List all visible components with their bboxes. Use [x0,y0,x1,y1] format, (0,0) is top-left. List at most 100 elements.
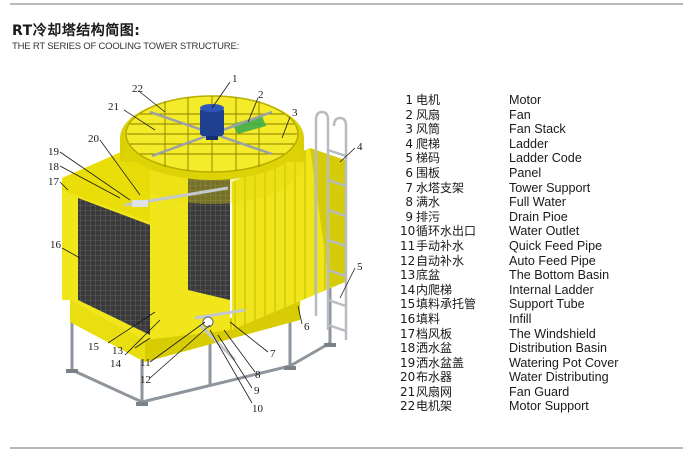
cooling-tower-diagram: 1 2 3 4 5 6 7 8 9 10 11 12 13 14 15 16 1… [48,73,363,415]
legend-en: Motor [509,93,542,107]
callout-9: 9 [254,385,260,397]
page-subtitle: THE RT SERIES OF COOLING TOWER STRUCTURE… [12,41,240,52]
legend-en: Tower Support [509,180,591,195]
legend-en: Support Tube [509,297,585,312]
legend-en: Fan Stack [509,122,566,137]
base-foot-plates [66,343,336,406]
callout-4: 4 [357,141,363,153]
legend-num: 1 [405,93,413,107]
legend-cn: 爬梯 [416,136,441,151]
legend-cn: 排污 [416,209,441,224]
callout-11: 11 [140,357,151,369]
legend-num: 7 [405,180,413,195]
fan-blade-icon [232,116,266,134]
legend-cn: 风扇 [416,107,441,122]
legend-cn: 电机架 [416,399,453,414]
legend-cn: 电机 [416,93,441,107]
legend-num: 20 [400,370,416,385]
legend-cn: 内爬梯 [416,282,453,297]
callout-2: 2 [258,89,264,101]
legend-num: 16 [400,311,416,326]
callout-7: 7 [270,348,276,360]
legend-en: The Windshield [509,326,596,341]
callout-16: 16 [50,239,62,251]
callout-8: 8 [255,369,261,381]
legend-en: Distribution Basin [509,341,607,356]
legend-num: 14 [400,282,416,297]
legend-num: 11 [400,238,416,253]
callout-12: 12 [140,374,151,386]
legend-en: Full Water [509,195,566,210]
legend-en: Fan Guard [509,384,570,399]
legend-num: 4 [405,136,413,151]
top-rule [10,3,683,5]
infill-center [188,150,230,300]
callout-5: 5 [357,261,363,273]
legend-en: Infill [509,311,532,326]
legend-num: 22 [400,399,416,414]
legend-cn: 手动补水 [416,238,465,253]
callout-10: 10 [252,403,264,415]
legend-cn: 风扇网 [416,384,453,399]
legend-en: Panel [509,165,542,180]
callout-17: 17 [48,176,60,188]
legend-num: 10 [400,224,416,239]
legend-cn: 风筒 [416,122,441,137]
legend-cn: 满水 [416,195,441,210]
legend-cn: 档风板 [416,326,453,341]
callout-14: 14 [110,358,122,370]
legend-num: 17 [400,326,416,341]
legend-num: 9 [405,209,413,224]
legend-en: Water Distributing [509,370,609,385]
callout-3: 3 [292,107,298,119]
infill-left [78,198,150,335]
legend-num: 18 [400,341,416,356]
legend-en: Drain Pioe [509,209,568,224]
legend-en: Auto Feed Pipe [509,253,596,268]
legend-en: Ladder Code [509,151,582,166]
legend-num: 15 [400,297,416,312]
legend-cn: 填料 [416,311,441,326]
callout-13: 13 [112,345,124,357]
callout-numbers: 1 2 3 4 5 6 7 8 9 10 11 12 13 14 15 16 1… [48,73,363,415]
legend-en: Internal Ladder [509,282,594,297]
legend-cn: 水塔支架 [416,180,465,195]
legend-num: 8 [405,195,413,210]
callout-leaders [59,81,356,404]
callout-21: 21 [108,101,119,113]
callout-22: 22 [132,83,143,95]
callout-19: 19 [48,146,60,158]
callout-1: 1 [232,73,238,85]
legend-en: Ladder [509,136,549,151]
distribution-basin-cover [132,200,148,207]
legend-num: 12 [400,253,416,268]
legend-num: 19 [400,355,416,370]
legend-cn: 洒水盆盖 [416,355,465,370]
legend-cn: 围板 [416,165,441,180]
legend-num: 21 [400,384,416,399]
legend-cn: 填料承托管 [416,297,477,312]
legend-cn: 底盆 [416,268,441,283]
callout-6: 6 [304,321,310,333]
legend-cn: 自动补水 [416,253,465,268]
legend-en: Watering Pot Cover [509,355,619,370]
callout-18: 18 [48,161,60,173]
